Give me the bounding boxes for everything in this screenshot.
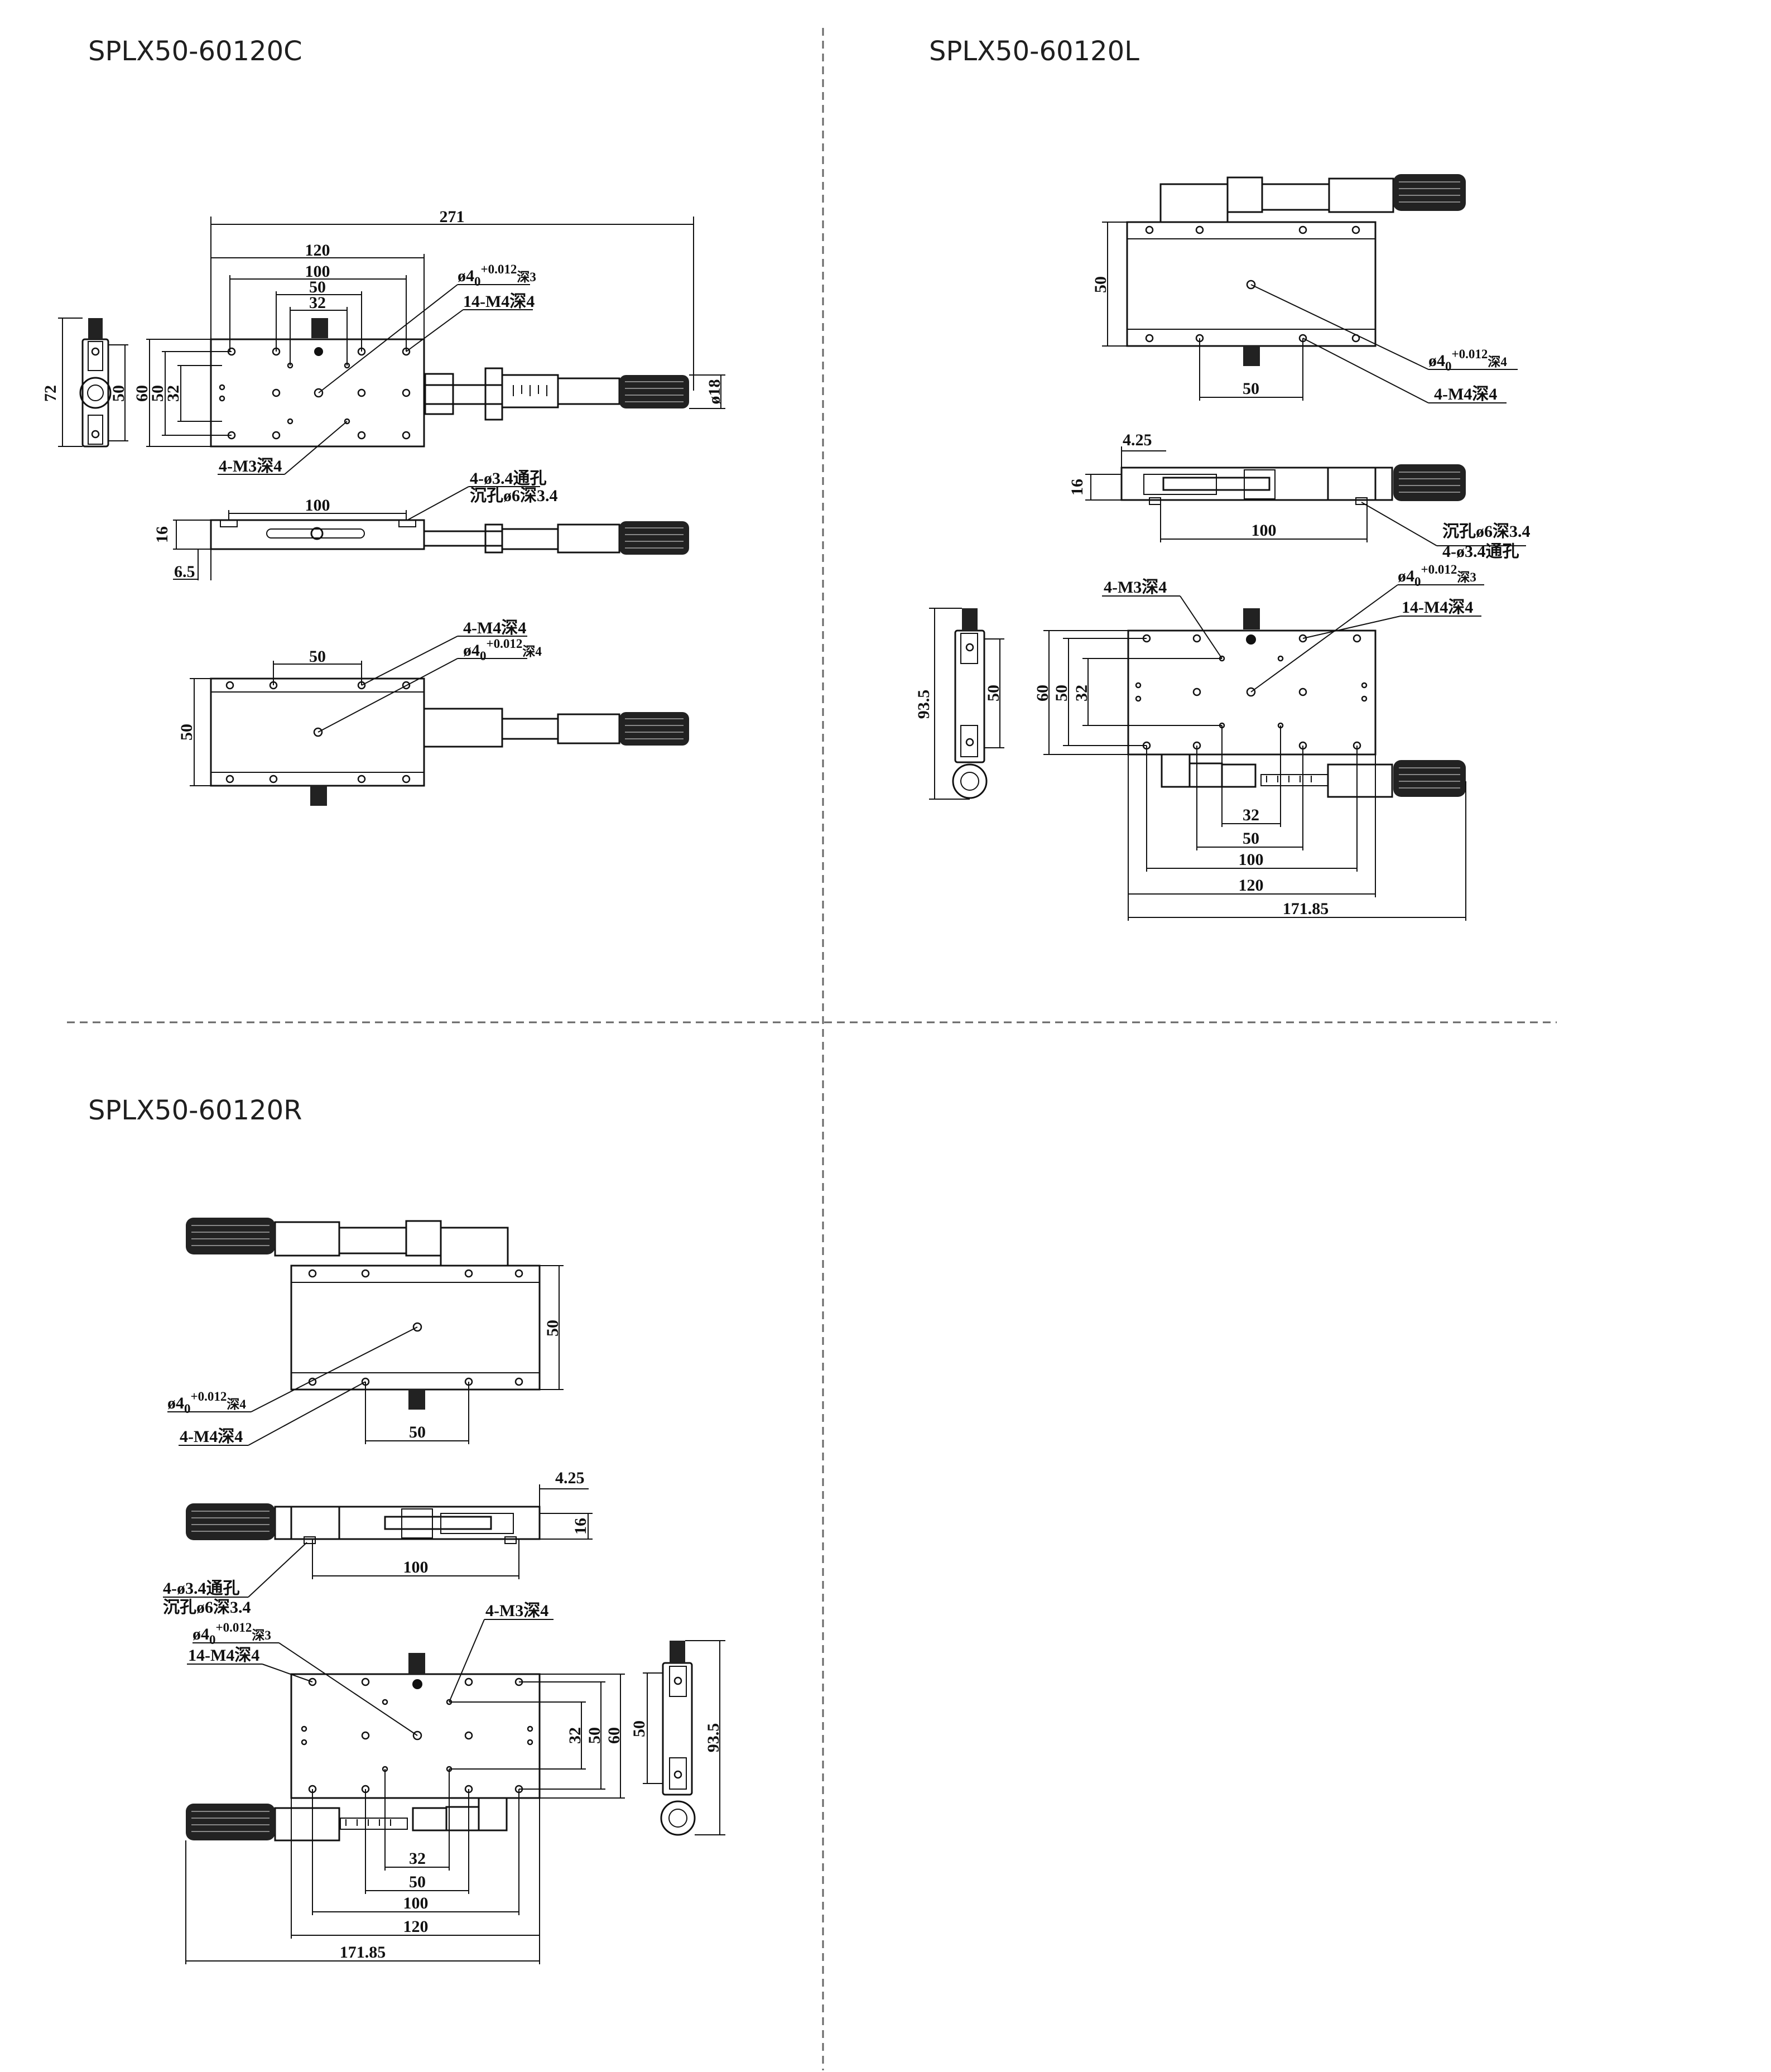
c-front-dim-6-5: 6.5 (174, 563, 195, 581)
l-side-dim-50: 50 (984, 685, 1003, 701)
c-front-note-2: 沉孔ø6深3.4 (470, 487, 558, 505)
c-note-m4: 14-M4深4 (463, 292, 535, 311)
r-dim-50-v: 50 (543, 1320, 562, 1337)
c-dim-50-top: 50 (309, 278, 326, 296)
c-dim-72: 72 (41, 385, 60, 402)
r-top-tol: ø40+0.012深4 (167, 1390, 246, 1416)
l-front-note-1: 沉孔ø6深3.4 (1442, 522, 1531, 541)
l-front-dim-100: 100 (1252, 521, 1277, 540)
quadrant-l: 50 50 ø40+0.012深4 4-M4深4 4.25 (915, 174, 1531, 921)
l-dim-50-v: 50 (1091, 276, 1110, 293)
c-bottom-tol: ø40+0.012深4 (463, 637, 542, 663)
c-bottom-dim-50-v: 50 (177, 724, 196, 741)
c-note-m3: 4-M3深4 (219, 457, 282, 475)
l-top-note: 4-M4深4 (1434, 385, 1497, 403)
l-side-view: 93.5 50 (915, 608, 1004, 800)
l-plan-dim-32-h: 32 (1243, 806, 1259, 824)
c-front-dim-100: 100 (305, 496, 330, 515)
r-plan-dim-32-v: 32 (566, 1727, 584, 1744)
l-plan-dim-60: 60 (1033, 685, 1052, 701)
l-plan-dim-120: 120 (1239, 876, 1264, 895)
c-front-note-1: 4-ø3.4通孔 (470, 469, 547, 488)
c-tol-note: ø40+0.012深3 (458, 262, 536, 289)
quadrant-r: 50 50 ø40+0.012深4 4-M4深4 4.25 (163, 1218, 725, 1964)
c-bottom-dim-50-h: 50 (309, 647, 326, 666)
r-plan-dim-50-v: 50 (585, 1727, 604, 1744)
part-title-r: SPLX50-60120R (88, 1095, 302, 1126)
l-front-note-2: 4-ø3.4通孔 (1442, 542, 1519, 561)
c-dim-100: 100 (305, 262, 330, 281)
r-plan-dim-120: 120 (403, 1917, 429, 1936)
c-dim-32-left: 32 (164, 385, 182, 402)
r-plan-tol: ø40+0.012深3 (192, 1621, 271, 1647)
l-plan-note-m4: 14-M4深4 (1402, 598, 1473, 617)
r-plan-note-m4: 14-M4深4 (188, 1646, 259, 1665)
r-front-dim-100: 100 (403, 1558, 429, 1576)
l-plan-dim-32-v: 32 (1072, 685, 1091, 701)
r-plan-note-m3: 4-M3深4 (485, 1602, 548, 1620)
quadrant-c: 72 50 (41, 208, 725, 806)
c-dim-50-left: 50 (148, 385, 167, 402)
c-dim-side-50: 50 (109, 385, 128, 402)
c-top-view: 271 120 100 50 32 60 50 32 (133, 208, 725, 475)
c-dim-phi18: ø18 (705, 379, 724, 405)
r-plan-dim-100: 100 (403, 1894, 429, 1912)
l-front-dim-16: 16 (1068, 479, 1086, 496)
l-plan-dim-50-h: 50 (1243, 829, 1259, 848)
r-front-view: 4.25 16 100 4-ø3.4通孔 沉孔ø6深3.4 (163, 1469, 593, 1617)
c-front-dim-16: 16 (153, 526, 171, 543)
r-plan-dim-32-h: 32 (409, 1849, 426, 1868)
l-plan-dim-50-v: 50 (1052, 685, 1071, 701)
c-bottom-note: 4-M4深4 (463, 619, 526, 637)
r-front-note-2: 沉孔ø6深3.4 (163, 1598, 251, 1617)
l-top-view: 50 50 ø40+0.012深4 4-M4深4 (1091, 174, 1518, 403)
r-plan-dim-60: 60 (605, 1727, 623, 1744)
r-plan-view: 32 50 60 32 50 100 120 171.85 ø40 (185, 1602, 625, 1964)
c-front-view: 100 16 6.5 4-ø3.4通孔 沉孔ø6深3.4 (153, 469, 689, 581)
l-plan-dim-100: 100 (1239, 850, 1264, 869)
l-top-tol: ø40+0.012深4 (1428, 347, 1507, 373)
c-dim-271: 271 (440, 208, 465, 226)
r-top-note: 4-M4深4 (180, 1427, 243, 1446)
part-title-l: SPLX50-60120L (929, 36, 1139, 67)
c-dim-32-top: 32 (309, 294, 326, 312)
r-dim-50-h: 50 (409, 1423, 426, 1441)
c-bottom-view: 50 50 4-M4深4 ø40+0.012深4 (177, 619, 689, 806)
part-title-c: SPLX50-60120C (88, 36, 302, 67)
c-dim-120: 120 (305, 241, 330, 259)
c-side-view: 72 50 (41, 318, 128, 448)
r-plan-dim-171-85: 171.85 (340, 1943, 386, 1962)
l-plan-tol: ø40+0.012深3 (1398, 563, 1476, 589)
l-dim-50-h: 50 (1243, 379, 1259, 398)
l-plan-view: 60 50 32 32 50 100 120 171.85 4-M (1033, 563, 1484, 921)
r-front-note-1: 4-ø3.4通孔 (163, 1579, 240, 1598)
l-front-dim-4-25: 4.25 (1123, 431, 1152, 449)
r-side-view: 50 93.5 (630, 1640, 725, 1836)
l-front-view: 4.25 16 100 沉孔ø6深3.4 4-ø3.4通孔 (1068, 431, 1531, 561)
r-side-dim-93-5: 93.5 (704, 1723, 723, 1753)
r-top-view: 50 50 ø40+0.012深4 4-M4深4 (167, 1218, 564, 1446)
r-front-dim-16: 16 (571, 1518, 590, 1535)
c-dim-60: 60 (133, 385, 151, 402)
l-plan-note-m3: 4-M3深4 (1104, 578, 1167, 597)
l-side-dim-93-5: 93.5 (915, 690, 933, 719)
r-side-dim-50: 50 (630, 1720, 648, 1737)
r-plan-dim-50-h: 50 (409, 1873, 426, 1891)
r-front-dim-4-25: 4.25 (555, 1469, 585, 1487)
l-plan-dim-171-85: 171.85 (1283, 900, 1329, 918)
